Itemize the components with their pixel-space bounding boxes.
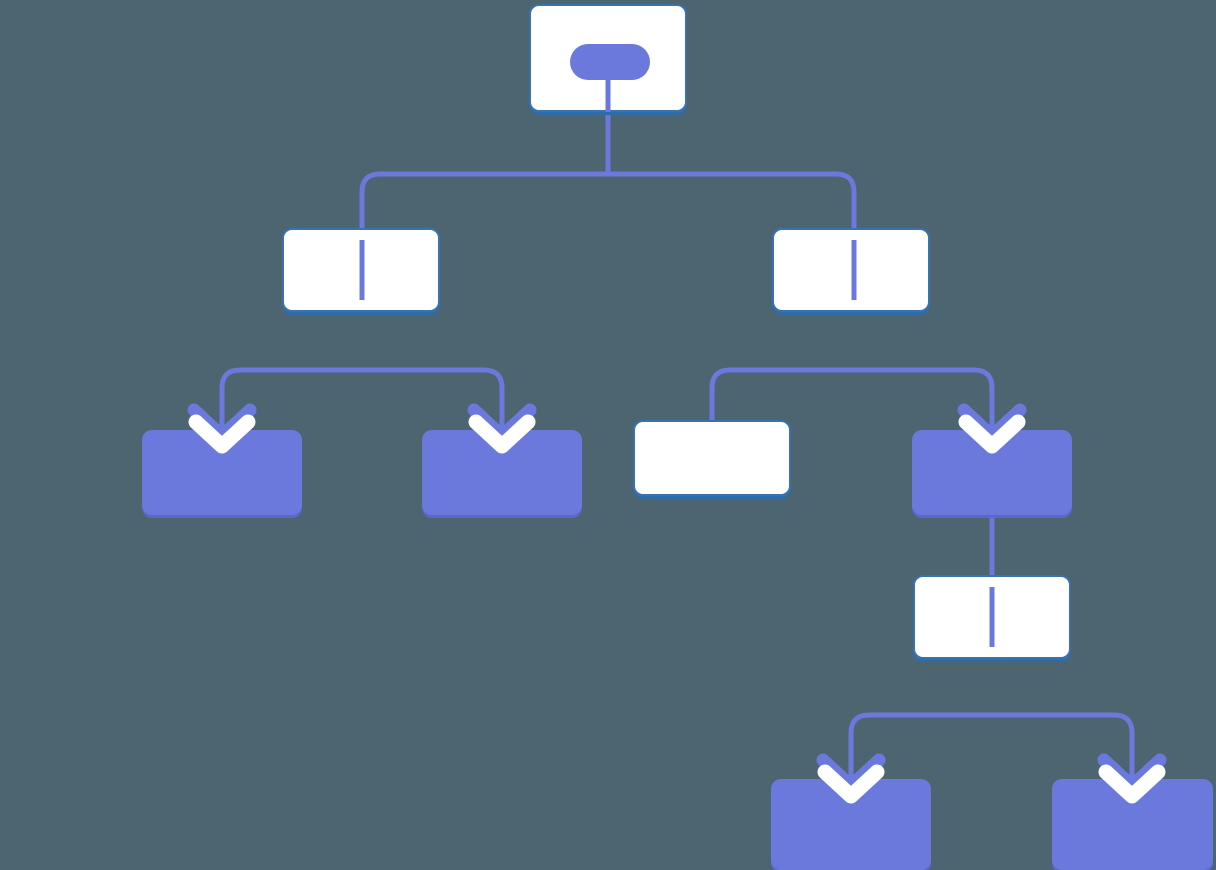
leaf-node-1[interactable] xyxy=(142,430,302,515)
terminal-card-node[interactable] xyxy=(633,420,791,496)
branch-node-left[interactable] xyxy=(282,228,440,312)
branch-node-right[interactable] xyxy=(772,228,930,312)
root-pill-icon xyxy=(570,44,650,80)
sub-branch-node[interactable] xyxy=(913,575,1071,659)
leaf-node-4[interactable] xyxy=(771,779,931,870)
leaf-node-3[interactable] xyxy=(912,430,1072,515)
leaf-node-2[interactable] xyxy=(422,430,582,515)
leaf-node-5[interactable] xyxy=(1052,779,1213,870)
root-node[interactable] xyxy=(529,4,687,112)
